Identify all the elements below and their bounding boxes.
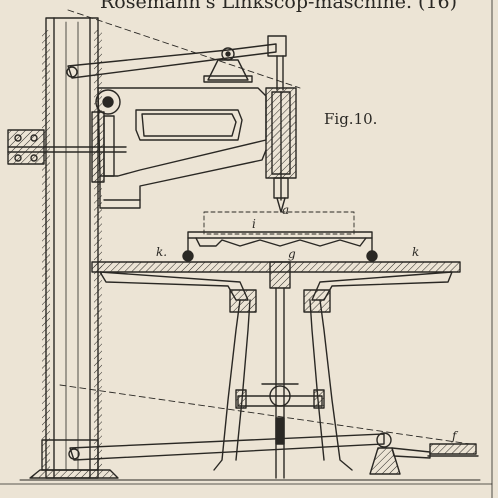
foot-lever	[68, 432, 431, 475]
upper-lever	[66, 35, 287, 91]
pattern-model	[182, 211, 378, 262]
pedestal-legs	[213, 289, 353, 471]
plunger-rod	[275, 287, 285, 479]
header-caption: Rosemann's Linkscop-maschine. (16)	[100, 0, 457, 13]
label-a: a	[282, 203, 289, 217]
side-flange	[7, 129, 127, 165]
label-f: f	[451, 429, 459, 443]
label-g: g	[288, 247, 296, 261]
label-i: i	[252, 217, 256, 231]
construction-lines	[59, 9, 471, 445]
foot-pedal	[427, 443, 479, 457]
figure-label: Fig.10.	[324, 110, 377, 128]
cross-brace	[235, 383, 325, 409]
head-frame	[91, 87, 267, 209]
gear-wheel	[95, 89, 121, 115]
spindle-housing	[265, 87, 297, 213]
label-k-right: k	[412, 245, 419, 259]
main-column	[29, 17, 119, 479]
label-k-left: k.	[156, 245, 167, 259]
